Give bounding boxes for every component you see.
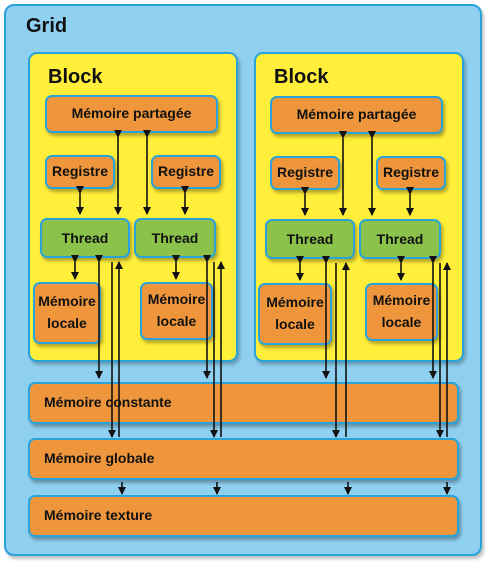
thread-box: Thread: [359, 219, 441, 259]
local-memory: Mémoire locale: [33, 282, 101, 344]
texture-memory: Mémoire texture: [28, 495, 459, 537]
local-memory: Mémoire locale: [140, 282, 213, 340]
grid-title: Grid: [26, 15, 68, 37]
register-box: Registre: [45, 155, 115, 189]
register-box: Registre: [151, 155, 221, 189]
shared-memory: Mémoire partagée: [45, 95, 218, 133]
local-memory: Mémoire locale: [258, 283, 332, 345]
block-title: Block: [274, 66, 329, 88]
register-box: Registre: [376, 156, 446, 190]
shared-memory: Mémoire partagée: [270, 96, 443, 134]
thread-box: Thread: [265, 219, 355, 259]
thread-box: Thread: [40, 218, 130, 258]
constant-memory: Mémoire constante: [28, 382, 459, 424]
block-title: Block: [48, 66, 103, 88]
thread-box: Thread: [134, 218, 216, 258]
local-memory: Mémoire locale: [365, 283, 438, 341]
global-memory: Mémoire globale: [28, 438, 459, 480]
register-box: Registre: [270, 156, 340, 190]
